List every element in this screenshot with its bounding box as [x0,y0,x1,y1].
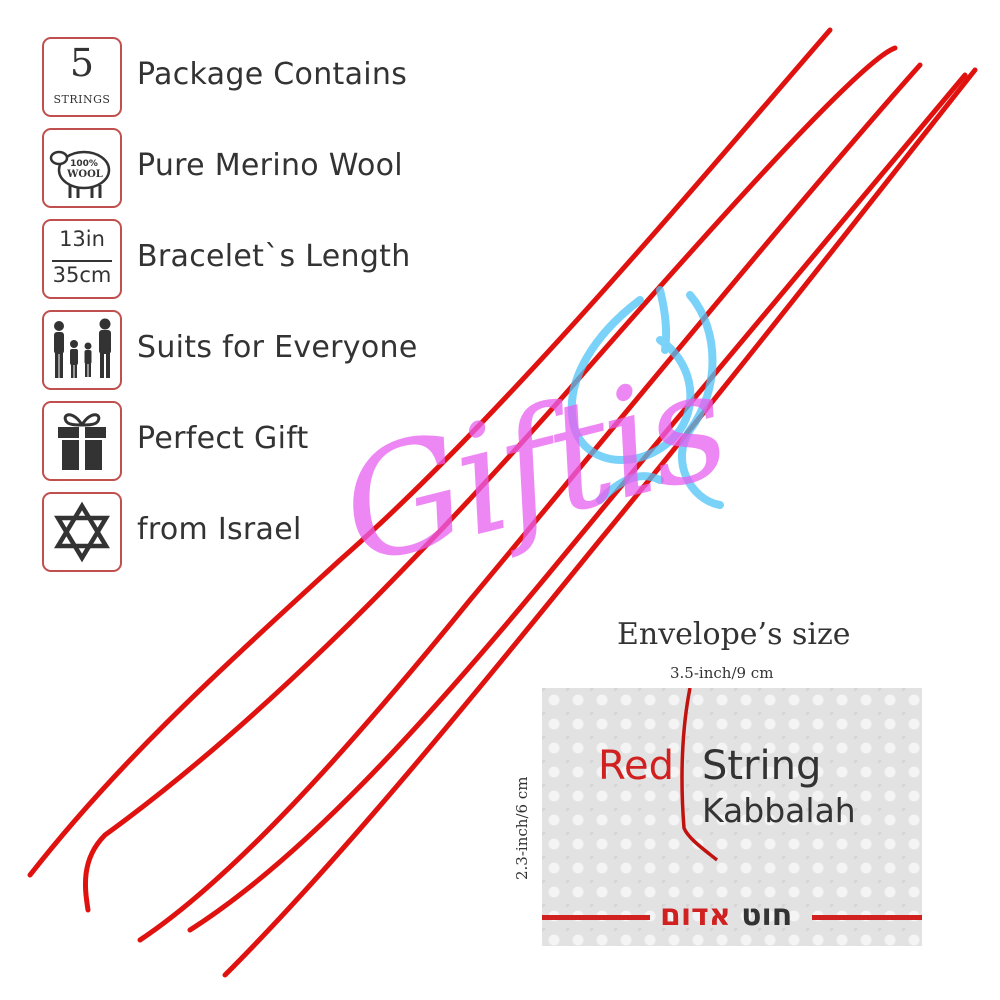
gift-icon [42,401,122,481]
envelope-size-title: Envelope’s size [617,617,851,652]
length-centimeters: 35cm [52,263,112,287]
length-icon: 13in 35cm [42,219,122,299]
envelope-word-red: Red [598,743,674,789]
feature-label-wool: Pure Merino Wool [137,148,403,183]
envelope-string-line [680,688,719,862]
feature-everyone: Suits for Everyone [42,310,482,394]
envelope-rule-left [542,915,650,920]
wool-text: WOOL [66,169,103,180]
feature-length: 13in 35cm Bracelet`s Length [42,219,482,303]
strings-count-icon: 5 STRINGS [42,37,122,117]
sheep-icon: 100% WOOL [42,128,122,208]
envelope-word-kabbalah: Kabbalah [702,791,856,830]
envelope-hebrew-text: חוט אדום [660,898,792,933]
feature-gift: Perfect Gift [42,401,482,485]
hebrew-word-string: חוט [741,898,793,933]
strings-count-caption: STRINGS [53,93,111,106]
envelope-rule-right [812,915,922,920]
feature-label-gift: Perfect Gift [137,421,309,456]
hebrew-word-red: אדום [660,898,731,933]
strings-count-number: 5 [69,41,95,85]
wool-percent-text: 100% [70,159,98,169]
envelope-image: Red String Kabbalah חוט אדום [542,688,922,946]
star-of-david-icon [42,492,122,572]
envelope-width-label: 3.5-inch/9 cm [670,664,774,682]
family-icon [42,310,122,390]
length-inches: 13in [59,227,105,251]
feature-wool: 100% WOOL Pure Merino Wool [42,128,482,212]
envelope-height-label: 2.3-inch/6 cm [513,776,531,880]
feature-label-package: Package Contains [137,57,408,92]
feature-package: 5 STRINGS Package Contains [42,37,482,121]
feature-label-everyone: Suits for Everyone [137,330,418,365]
feature-israel: from Israel [42,492,482,576]
envelope-word-string: String [702,743,822,789]
feature-label-length: Bracelet`s Length [137,239,411,274]
length-divider [52,260,112,262]
feature-label-israel: from Israel [137,512,302,547]
